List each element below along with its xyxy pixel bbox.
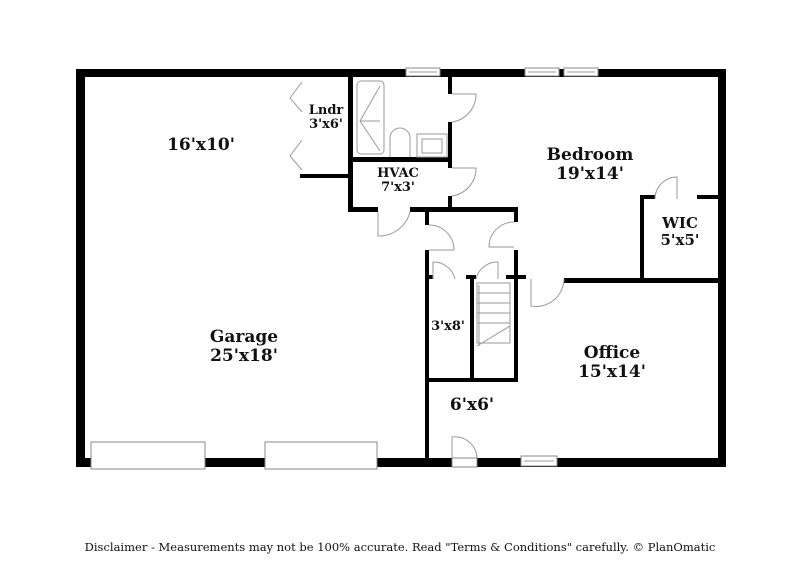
bath-fixtures xyxy=(356,80,448,158)
room-label-garage: Garage 25'x18' xyxy=(209,327,279,366)
room-label-bedroom: Bedroom 19'x14' xyxy=(546,145,634,184)
room-label-closet: 3'x8' xyxy=(431,319,465,334)
disclaimer-text: Disclaimer - Measurements may not be 100… xyxy=(84,540,716,554)
room-label-storage: 16'x10' xyxy=(167,135,235,155)
room-label-wic: WIC 5'x5' xyxy=(660,214,700,249)
garage-doors xyxy=(90,441,378,470)
room-label-entry: 6'x6' xyxy=(449,395,495,415)
room-label-office: Office 15'x14' xyxy=(578,343,646,382)
room-label-laundry: Lndr 3'x6' xyxy=(308,103,344,133)
stairs xyxy=(476,282,511,347)
exterior-walls xyxy=(76,69,726,467)
doors xyxy=(289,81,678,468)
windows xyxy=(405,67,599,467)
interior-walls xyxy=(300,77,726,458)
room-label-hvac: HVAC 7'x3' xyxy=(377,166,419,196)
